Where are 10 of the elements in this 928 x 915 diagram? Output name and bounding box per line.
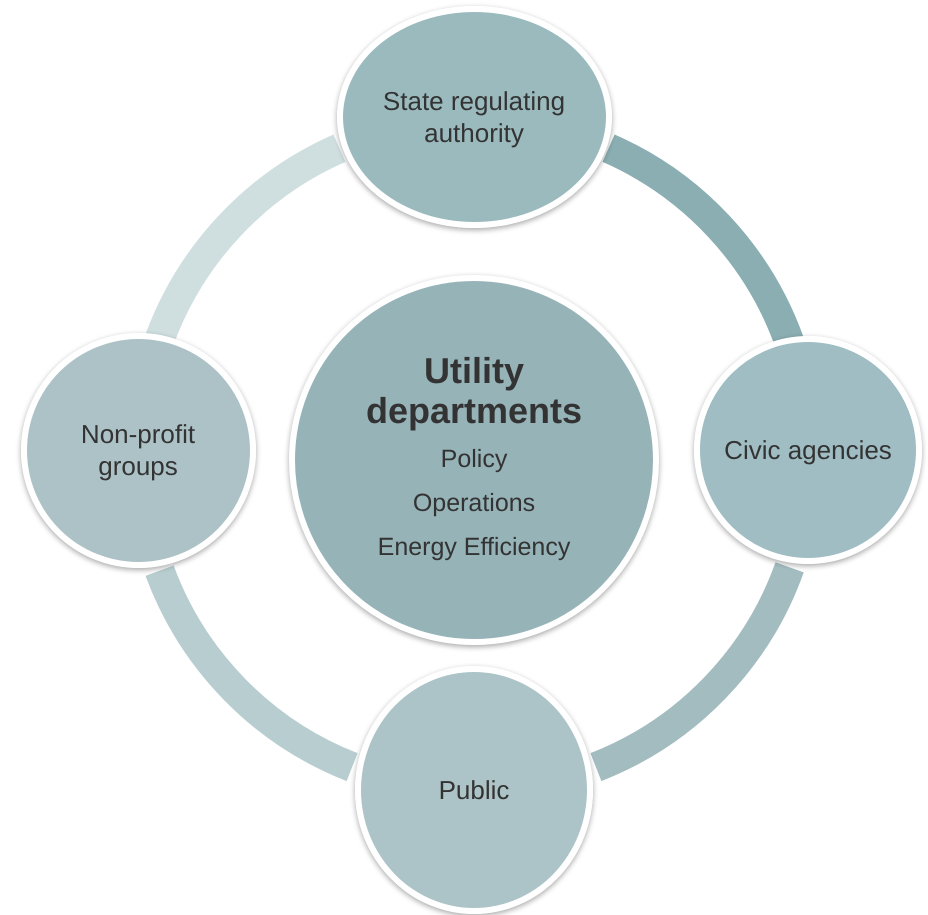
- list-item: Energy Efficiency: [378, 532, 570, 563]
- circle-label: State regulating authority: [382, 85, 566, 149]
- list-item: Operations: [412, 488, 536, 519]
- circle-label: Civic agencies: [723, 434, 893, 466]
- ring-arc-connector: [146, 564, 358, 781]
- list-item: Policy: [440, 444, 508, 475]
- circle-label: Public: [438, 774, 510, 806]
- ring-arc-connector: [590, 561, 804, 781]
- heading: Utility departments: [364, 351, 584, 431]
- circle-label: Non-profit groups: [80, 418, 196, 482]
